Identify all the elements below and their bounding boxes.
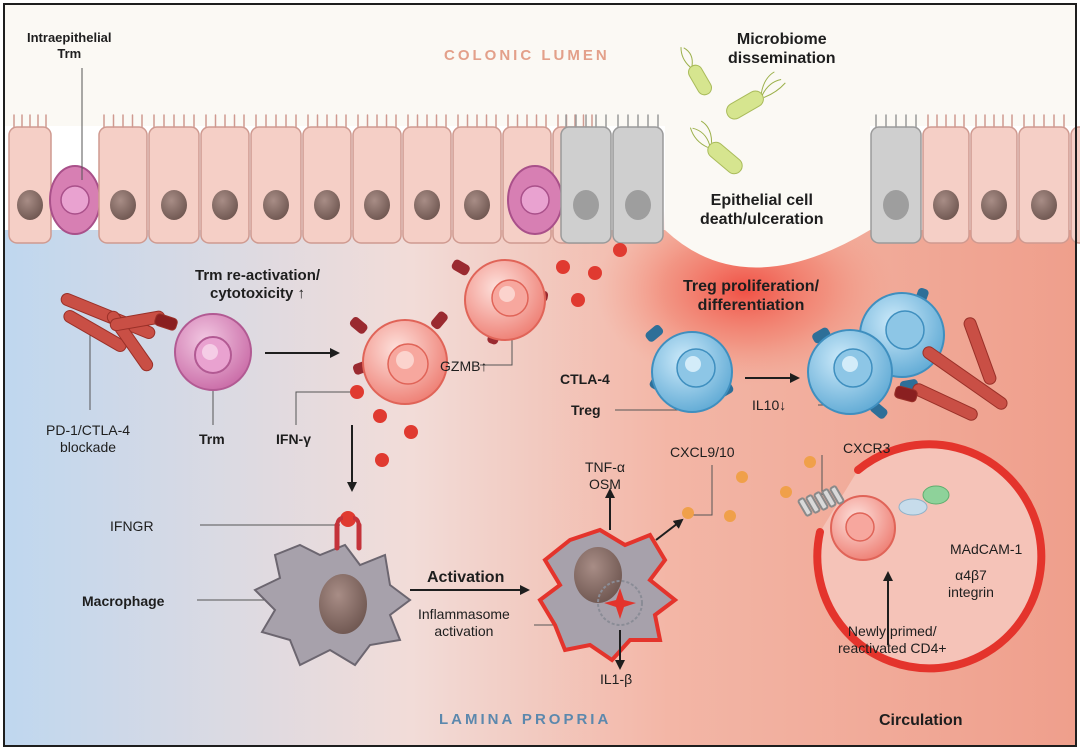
treg-cell (645, 325, 734, 413)
cxcl-label: CXCL9/10 (670, 444, 735, 460)
epithelial-cell (922, 114, 970, 244)
intraepithelial-trm-label: Intraepithelial Trm (27, 30, 112, 61)
epithelial-cell (452, 114, 502, 244)
epithelial-layer (8, 114, 1080, 244)
il1b-label: IL1-β (600, 671, 633, 687)
ctla4-label: CTLA-4 (560, 371, 610, 387)
cytokine-dots-red (340, 243, 627, 527)
epithelial-cell (970, 114, 1018, 244)
ulceration-gap (665, 110, 870, 268)
gzmb-label: GZMB↑ (440, 358, 488, 374)
ifng-label: IFN-γ (276, 431, 311, 447)
arrows (265, 348, 893, 670)
treg-proliferation-label: Treg proliferation/ differentiation (683, 278, 820, 315)
integrin-label: α4β7 integrin (948, 567, 994, 600)
intraepithelial-trm-cell (49, 165, 101, 235)
microbiome-label: Microbiome dissemination (728, 31, 836, 68)
circulation-label: Circulation (879, 712, 963, 729)
trm-cell (174, 313, 252, 391)
antibody-left (60, 293, 178, 372)
lumen-background (4, 4, 1076, 126)
epithelial-cell (8, 114, 52, 244)
intraepithelial-trm-cell (507, 165, 563, 235)
cxcr3-label: CXCR3 (843, 440, 891, 456)
chemokine-dots-orange (682, 456, 816, 522)
epithelial-cell (1018, 114, 1070, 244)
epithelial-cell (352, 114, 402, 244)
activation-label: Activation (427, 569, 505, 586)
epithelial-cell (98, 114, 148, 244)
ifngr-label: IFNGR (110, 518, 154, 534)
newly-primed-label: Newly primed/ reactivated CD4+ (838, 623, 947, 656)
epithelial-cell (148, 114, 200, 244)
blockade-label: PD-1/CTLA-4 blockade (46, 422, 131, 455)
antibody-right (894, 317, 1008, 421)
activated-macrophage-cell (537, 527, 679, 663)
lamina-propria-label: LAMINA PROPRIA (439, 711, 612, 728)
macrophage-label: Macrophage (82, 593, 165, 609)
epithelial-cell (302, 114, 352, 244)
cytotoxic-trm-cell (349, 311, 448, 405)
trm-label: Trm (199, 431, 225, 447)
epithelial-cell (200, 114, 250, 244)
frame-border (3, 3, 1077, 747)
madcam-label: MAdCAM-1 (950, 541, 1023, 557)
dead-epithelial-cell (612, 114, 664, 244)
bacteria-icon (680, 47, 786, 175)
inflammasome-label: Inflammasome activation (418, 606, 510, 639)
dead-epithelial-cell (870, 114, 922, 244)
trm-reactivation-label: Trm re-activation/ cytotoxicity ↑ (195, 267, 321, 302)
lumen-label: COLONIC LUMEN (444, 47, 610, 64)
blood-vessel (797, 440, 1046, 673)
il10-label: IL10↓ (752, 397, 787, 413)
macrophage-cell (253, 516, 412, 667)
epithelial-cell (402, 114, 452, 244)
epithelial-cell (250, 114, 302, 244)
treg-cell-proliferating (807, 287, 945, 419)
dead-epithelial-cell (560, 114, 612, 244)
epithelial-death-label: Epithelial cell death/ulceration (700, 192, 824, 229)
tnfa-osm-label: TNF-α OSM (585, 459, 625, 492)
treg-label: Treg (571, 402, 601, 418)
cytotoxic-trm-cell-2 (451, 259, 549, 345)
